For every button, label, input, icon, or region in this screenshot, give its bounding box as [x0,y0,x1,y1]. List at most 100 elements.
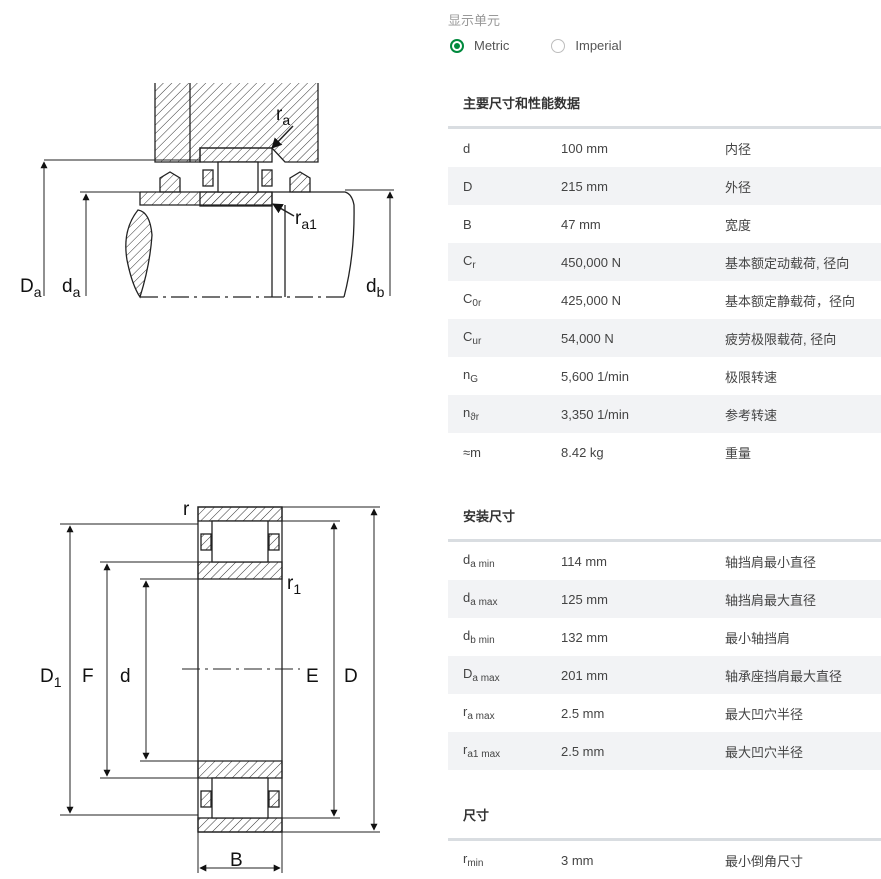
param-symbol: rmin [463,851,484,869]
table-row: B 47 mm 宽度 [448,205,881,243]
param-value: 2.5 mm [561,705,605,721]
param-description: 轴挡肩最大直径 [725,592,817,608]
label-Da: Da [20,276,42,300]
param-description: 参考转速 [725,407,778,423]
param-subscript: min [467,858,484,869]
bearing-section [60,506,380,873]
param-description: 外径 [725,179,752,195]
param-symbol: d [463,140,471,156]
param-description: 最大凹穴半径 [725,744,804,760]
param-description: 轴挡肩最小直径 [725,554,817,570]
param-value: 5,600 1/min [561,368,629,384]
section-dimensions: 尺寸 rmin 3 mm 最小倒角尺寸 [448,806,881,879]
param-description: 最小倒角尺寸 [725,853,804,869]
param-subscript: a min [470,559,495,570]
param-symbol: da min [463,552,495,570]
table-row: ra1 max 2.5 mm 最大凹穴半径 [448,732,881,770]
param-symbol: nG [463,367,479,385]
param-value: 201 mm [561,667,608,683]
param-symbol: Cur [463,329,482,347]
radio-imperial-label[interactable]: Imperial [575,38,622,53]
param-value: 3 mm [561,852,594,868]
param-description: 疲劳极限载荷, 径向 [725,331,837,347]
param-subscript: 0r [472,298,482,309]
table-row: Cur 54,000 N 疲劳极限载荷, 径向 [448,319,881,357]
label-d: d [120,666,131,687]
spec-table: rmin 3 mm 最小倒角尺寸 [448,841,881,879]
label-da: da [62,276,81,300]
param-value: 450,000 N [561,254,621,270]
param-value: 132 mm [561,629,608,645]
section-title: 尺寸 [463,808,490,823]
table-row: Da max 201 mm 轴承座挡肩最大直径 [448,656,881,694]
param-subscript: G [470,374,479,385]
table-row: C0r 425,000 N 基本额定静载荷，径向 [448,281,881,319]
param-value: 425,000 N [561,292,621,308]
label-E: E [306,666,319,687]
param-value: 114 mm [561,553,607,569]
param-subscript: r [472,260,476,271]
param-value: 3,350 1/min [561,406,629,422]
param-subscript: b min [470,635,495,646]
param-description: 最大凹穴半径 [725,706,804,722]
param-symbol: Cr [463,253,476,271]
param-value: 125 mm [561,591,608,607]
param-subscript: a max [467,711,495,722]
param-value: 54,000 N [561,330,614,346]
param-description: 极限转速 [725,369,778,385]
param-symbol: ≈m [463,444,481,460]
table-row: nG 5,600 1/min 极限转速 [448,357,881,395]
param-value: 100 mm [561,140,608,156]
label-D1: D1 [40,666,62,690]
param-symbol: ra max [463,704,495,722]
param-description: 内径 [725,141,752,157]
radio-metric-label[interactable]: Metric [474,38,510,53]
table-row: ra max 2.5 mm 最大凹穴半径 [448,694,881,732]
param-description: 宽度 [725,217,752,233]
param-symbol: db min [463,628,495,646]
label-B: B [230,850,243,871]
param-symbol: C0r [463,291,482,309]
param-value: 8.42 kg [561,444,604,460]
param-value: 2.5 mm [561,743,605,759]
section-title: 安装尺寸 [463,509,516,524]
table-row: Cr 450,000 N 基本额定动载荷, 径向 [448,243,881,281]
section-divider [448,539,881,542]
param-description: 重量 [725,445,752,461]
param-subscript: ur [472,336,482,347]
label-ra1: ra1 [295,208,317,232]
section-title: 主要尺寸和性能数据 [463,96,581,111]
label-F: F [82,666,94,687]
section-divider [448,838,881,841]
param-subscript: a1 max [467,749,501,760]
section-divider [448,126,881,129]
table-row: nϑr 3,350 1/min 参考转速 [448,395,881,433]
param-value: 47 mm [561,216,601,232]
radio-imperial[interactable] [551,38,566,53]
param-value: 215 mm [561,178,608,194]
param-symbol: B [463,216,472,232]
param-subscript: a max [472,673,500,684]
radio-metric[interactable] [450,38,464,53]
param-symbol: ra1 max [463,742,501,760]
label-r: r [183,499,190,520]
unit-selector: Metric Imperial [450,38,622,53]
param-symbol: Da max [463,666,500,684]
table-row: db min 132 mm 最小轴挡肩 [448,618,881,656]
param-description: 最小轴挡肩 [725,630,791,646]
param-symbol: nϑr [463,405,480,423]
label-db: db [366,276,385,300]
param-description: 轴承座挡肩最大直径 [725,668,843,684]
label-D: D [344,666,358,687]
units-heading: 显示单元 [448,13,501,28]
param-description: 基本额定动载荷, 径向 [725,255,850,271]
param-description: 基本额定静载荷，径向 [725,293,856,309]
label-ra: ra [276,104,290,128]
